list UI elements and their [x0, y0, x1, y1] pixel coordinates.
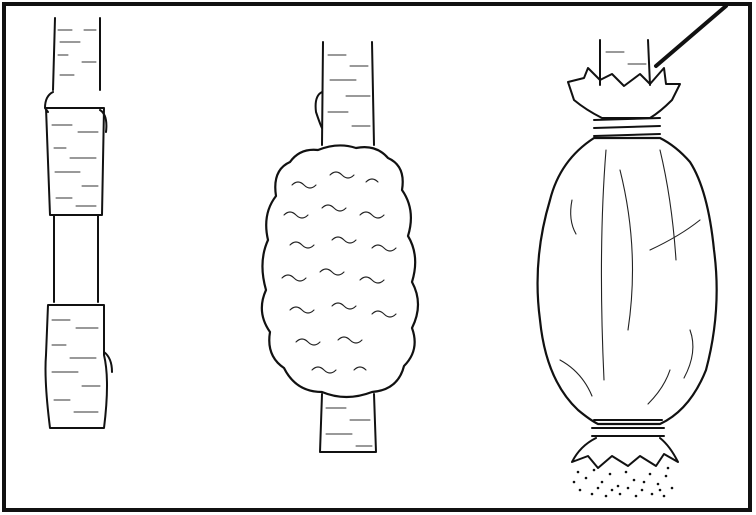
- plastic-wrap: [538, 138, 717, 424]
- sphagnum-moss-ball: [262, 145, 418, 397]
